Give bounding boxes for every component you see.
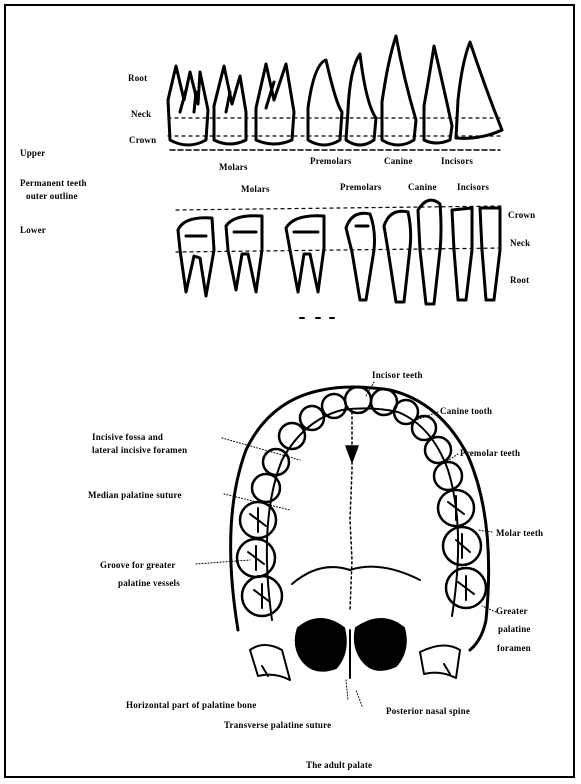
- posterior-nasal-spine-label: Posterior nasal spine: [386, 706, 470, 716]
- lower-canine-label: Canine: [408, 182, 437, 192]
- upper-molar-2: [214, 66, 246, 144]
- upper-premolar-2: [346, 54, 376, 145]
- lower-incisor-1: [452, 208, 472, 300]
- upper-molar-1: [168, 66, 208, 145]
- incisor-teeth-label: Incisor teeth: [372, 370, 423, 380]
- greater-palatine-foramen-label-line1: Greater: [496, 606, 528, 616]
- upper-premolars-label: Premolars: [310, 156, 352, 166]
- molar-teeth-label: Molar teeth: [496, 528, 543, 538]
- lower-premolar-2: [384, 211, 411, 302]
- lower-molar-2: [226, 216, 262, 292]
- upper-canine: [382, 36, 416, 145]
- lower-molars-label: Molars: [241, 184, 270, 194]
- upper-incisor-1: [424, 46, 452, 143]
- greater-palatine-foramen-label-line3: foramen: [497, 643, 531, 653]
- upper-premolar-1: [308, 60, 342, 145]
- lower-neck-label: Neck: [510, 238, 530, 248]
- lower-molar-3: [286, 216, 324, 292]
- lower-crown-label: Crown: [508, 210, 535, 220]
- adult-palate-drawing: [196, 382, 496, 706]
- groove-label-line1: Groove for greater: [100, 560, 176, 570]
- lower-canine: [418, 200, 441, 304]
- transverse-palatine-suture-label: Transverse palatine suture: [224, 720, 331, 730]
- lower-molar-1: [178, 218, 214, 296]
- upper-incisors-label: Incisors: [441, 156, 473, 166]
- lower-root-label: Root: [510, 275, 529, 285]
- lower-incisors-label: Incisors: [457, 182, 489, 192]
- upper-molar-3: [256, 64, 294, 144]
- upper-neck-label: Neck: [131, 109, 151, 119]
- canine-tooth-label: Canine tooth: [440, 406, 492, 416]
- upper-root-label: Root: [128, 73, 147, 83]
- permanent-teeth-label-line1: Permanent teeth: [20, 178, 87, 188]
- horizontal-part-label: Horizontal part of palatine bone: [126, 700, 256, 710]
- median-palatine-suture-label: Median palatine suture: [88, 490, 182, 500]
- lower-label: Lower: [20, 225, 46, 235]
- upper-label: Upper: [20, 148, 46, 158]
- lower-premolar-1: [346, 213, 375, 300]
- figure-caption: The adult palate: [306, 760, 372, 770]
- upper-canine-label: Canine: [384, 156, 413, 166]
- lower-incisor-2: [480, 208, 500, 300]
- groove-label-line2: palatine vessels: [118, 578, 180, 588]
- incisive-fossa-label-line2: lateral incisive foramen: [92, 445, 187, 455]
- upper-molars-label: Molars: [219, 162, 248, 172]
- permanent-teeth-label-line2: outer outline: [26, 191, 78, 201]
- upper-incisor-2: [456, 42, 502, 138]
- lower-premolars-label: Premolars: [340, 182, 382, 192]
- upper-crown-label: Crown: [129, 135, 156, 145]
- premolar-teeth-label: Premolar teeth: [460, 448, 520, 458]
- greater-palatine-foramen-label-line2: palatine: [498, 624, 531, 634]
- incisive-fossa-label-line1: Incisive fossa and: [92, 432, 163, 442]
